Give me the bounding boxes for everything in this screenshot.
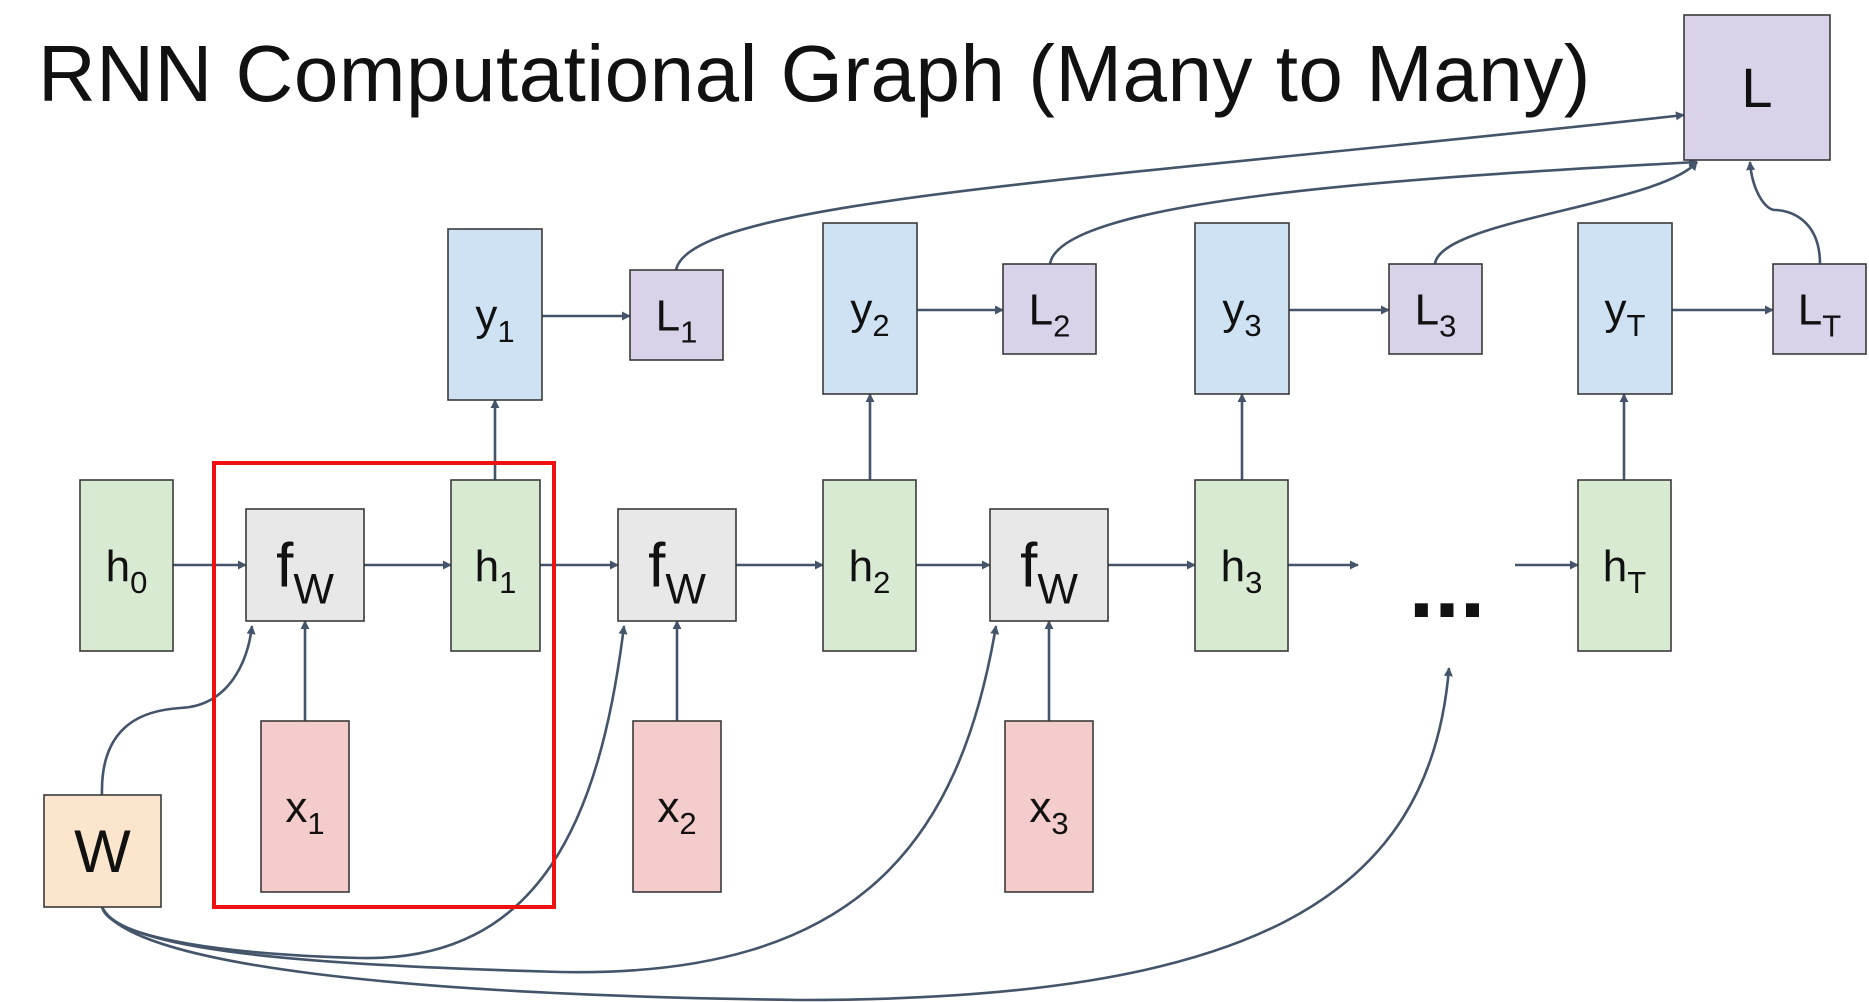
highlight-box <box>212 461 556 909</box>
node-W-box <box>43 794 162 908</box>
node-L-label: L <box>1741 56 1772 119</box>
node-h0-label: h0 <box>106 542 148 600</box>
node-L1-label: L1 <box>656 291 698 349</box>
node-y2-box <box>822 222 918 395</box>
node-h1: h1 <box>450 479 541 652</box>
node-f3-label: fW <box>1020 532 1078 614</box>
node-f2-box <box>617 508 737 622</box>
node-hT: hT <box>1577 479 1672 652</box>
edge-L2-L <box>1048 157 1698 265</box>
edge-L1-L <box>674 111 1685 271</box>
edge-W-ellipsis <box>100 667 1453 1002</box>
node-L3-box <box>1388 263 1483 355</box>
node-f3-box <box>989 508 1109 622</box>
node-L2-label: L2 <box>1029 285 1071 343</box>
node-yT-box <box>1577 222 1673 395</box>
node-LT: LT <box>1772 263 1867 355</box>
node-L2: L2 <box>1002 263 1097 355</box>
node-h3-box <box>1194 479 1289 652</box>
node-L1: L1 <box>629 269 724 361</box>
ellipsis: ... <box>1409 535 1486 637</box>
node-f1: fW <box>245 508 365 622</box>
node-h2-box <box>822 479 917 652</box>
node-x2-box <box>632 720 722 893</box>
node-f1-box <box>245 508 365 622</box>
node-y2: y2 <box>822 222 918 395</box>
node-x1: x1 <box>260 720 350 893</box>
node-x3-box <box>1004 720 1094 893</box>
node-h3: h3 <box>1194 479 1289 652</box>
node-W-label: W <box>74 818 131 885</box>
node-h3-label: h3 <box>1221 542 1263 600</box>
node-f1-label: fW <box>276 532 334 614</box>
node-y3-box <box>1194 222 1290 395</box>
node-f2: fW <box>617 508 737 622</box>
node-hT-label: hT <box>1603 542 1646 600</box>
node-x3: x3 <box>1004 720 1094 893</box>
node-f2-label: fW <box>648 532 706 614</box>
node-x3-label: x3 <box>1029 783 1068 841</box>
node-y3: y3 <box>1194 222 1290 395</box>
node-LT-label: LT <box>1798 285 1841 343</box>
edge-L3-L <box>1433 161 1698 265</box>
node-x2-label: x2 <box>657 783 696 841</box>
node-h1-label: h1 <box>475 542 517 600</box>
node-h0: h0 <box>79 479 174 652</box>
node-W: W <box>43 794 162 908</box>
node-L-box <box>1683 14 1831 161</box>
node-y3-label: y3 <box>1222 285 1261 343</box>
node-yT: yT <box>1577 222 1673 395</box>
nodes: h0 h1 h2 h3 hT fW fW fW x1 x2 x3 y1 y2 y3 yT L1 L2 L3 LT L W <box>43 14 1867 908</box>
node-yT-label: yT <box>1605 285 1646 343</box>
node-LT-box <box>1772 263 1867 355</box>
node-h2-label: h2 <box>849 542 891 600</box>
node-h0-box <box>79 479 174 652</box>
node-L3: L3 <box>1388 263 1483 355</box>
edge-W-f3 <box>100 625 1000 974</box>
node-y2-label: y2 <box>850 285 889 343</box>
node-h2: h2 <box>822 479 917 652</box>
node-y1: y1 <box>447 228 543 401</box>
node-L2-box <box>1002 263 1097 355</box>
edge-LT-L <box>1746 161 1822 265</box>
node-h1-box <box>450 479 541 652</box>
node-y1-label: y1 <box>475 291 514 349</box>
node-L3-label: L3 <box>1415 285 1457 343</box>
page-title: RNN Computational Graph (Many to Many) <box>38 29 1591 118</box>
node-L1-box <box>629 269 724 361</box>
node-y1-box <box>447 228 543 401</box>
node-L: L <box>1683 14 1831 161</box>
node-x1-label: x1 <box>285 783 324 841</box>
edge-W-f1 <box>100 625 256 796</box>
node-x1-box <box>260 720 350 893</box>
node-x2: x2 <box>632 720 722 893</box>
node-f3: fW <box>989 508 1109 622</box>
node-hT-box <box>1577 479 1672 652</box>
